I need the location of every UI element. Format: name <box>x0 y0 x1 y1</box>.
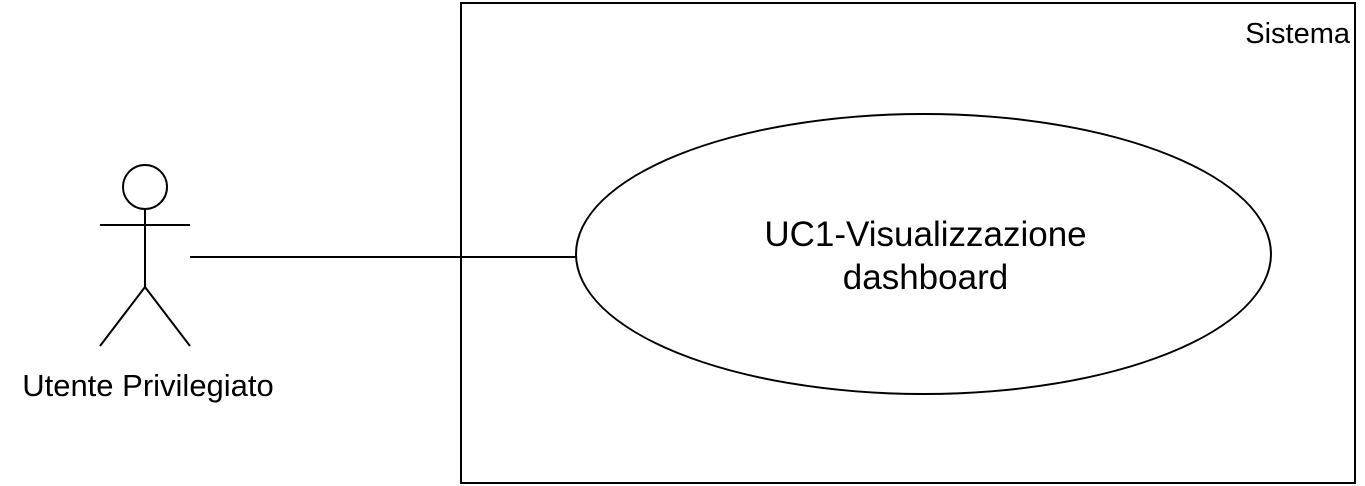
stick-figure-actor-icon <box>99 164 191 347</box>
use-case-label-line1: UC1-Visualizzazione <box>764 215 1087 254</box>
use-case-label-line2: dashboard <box>842 258 1009 297</box>
system-label: Sistema <box>1245 18 1350 50</box>
actor-label: Utente Privilegiato <box>22 368 274 403</box>
system-boundary: Sistema <box>460 2 1356 484</box>
use-case-ellipse: UC1-Visualizzazione dashboard <box>575 113 1272 395</box>
use-case-label: UC1-Visualizzazione dashboard <box>577 115 1274 397</box>
